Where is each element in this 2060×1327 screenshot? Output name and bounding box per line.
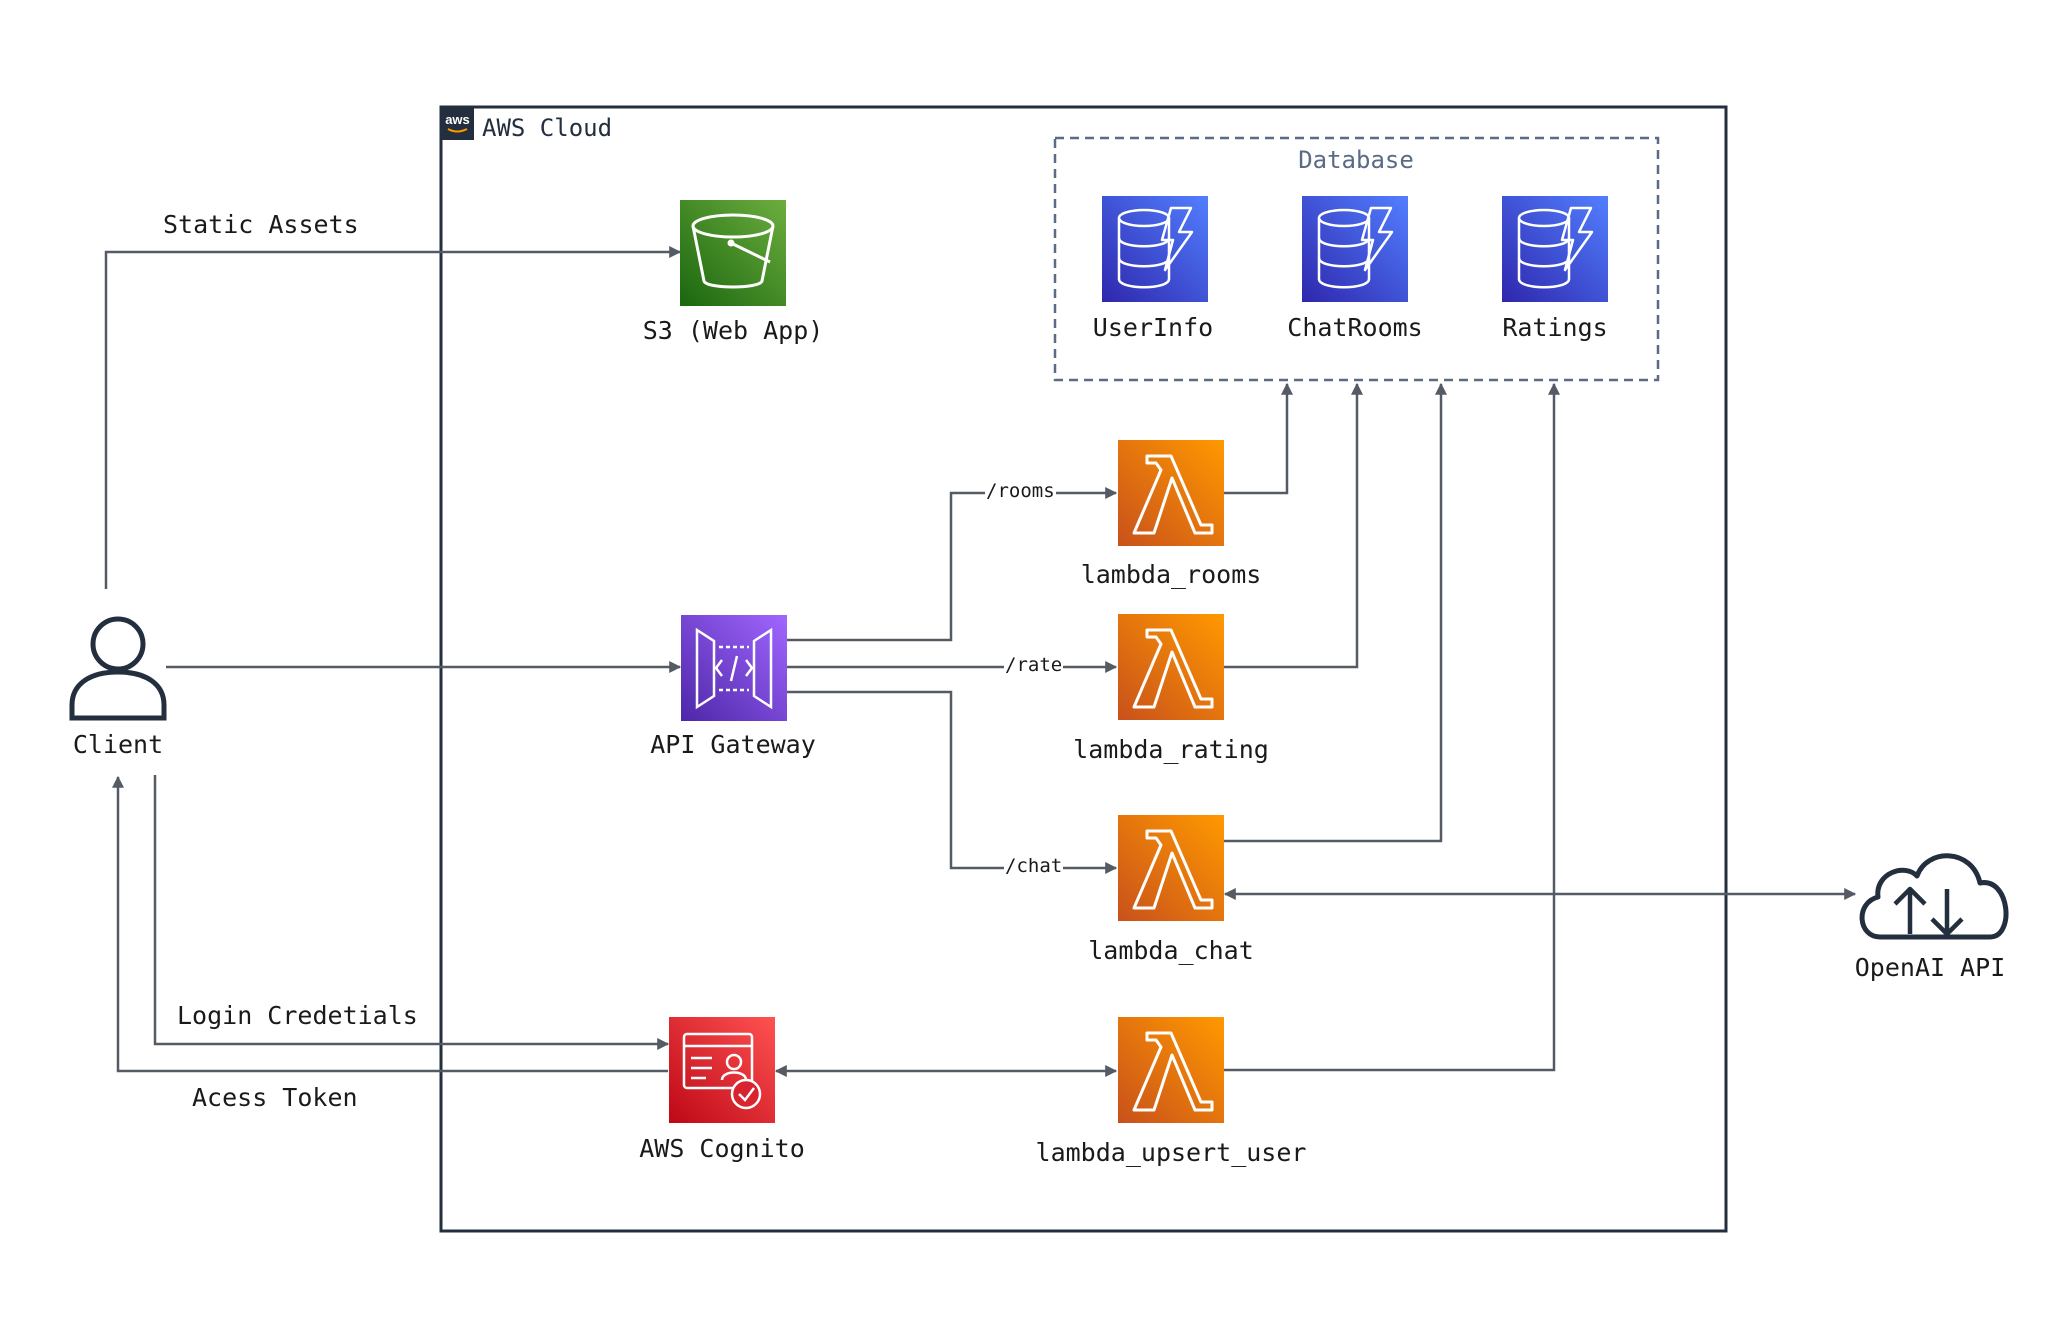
client-label: Client: [72, 730, 164, 759]
edge-api-to-chat: [787, 690, 1118, 874]
static-assets-label: Static Assets: [163, 210, 359, 239]
lambda-upsert-user-label: lambda_upsert_user: [1035, 1138, 1307, 1167]
edge-access-token: [112, 775, 668, 1073]
api-gateway-icon: [681, 615, 787, 721]
s3-bucket-icon: [680, 200, 786, 306]
rooms-route-label: /rooms: [985, 480, 1056, 502]
dynamodb-table-icon: [1102, 196, 1208, 302]
rate-route-label: /rate: [1004, 654, 1064, 676]
database-group-label: Database: [1298, 146, 1414, 174]
lambda-icon: [1118, 440, 1224, 546]
lambda-icon: [1118, 1017, 1224, 1123]
svg-text:aws: aws: [445, 112, 470, 127]
user-icon: [69, 616, 167, 721]
chat-route-label: /chat: [1004, 855, 1064, 877]
database-group: [1053, 136, 1660, 382]
edge-api-to-rooms: [787, 487, 1118, 642]
chatrooms-table-label: ChatRooms: [1287, 313, 1423, 342]
dynamodb-table-icon: [1502, 196, 1608, 302]
access-token-label: Acess Token: [192, 1083, 358, 1112]
cognito-icon: [669, 1017, 775, 1123]
openai-label: OpenAI API: [1854, 953, 2006, 982]
lambda-chat-label: lambda_chat: [1088, 936, 1254, 965]
edge-login-credentials: [153, 775, 670, 1050]
lambda-rooms-label: lambda_rooms: [1080, 560, 1262, 589]
edge-rooms-to-db: [1223, 382, 1293, 495]
edge-upsert-to-db: [1223, 382, 1560, 1072]
aws-cloud-group: [439, 105, 1728, 1233]
edge-rating-to-db: [1223, 382, 1363, 669]
api-gateway-label: API Gateway: [650, 730, 816, 759]
cloud-upload-download-icon: [1859, 853, 2009, 940]
s3-label: S3 (Web App): [642, 316, 824, 345]
login-credentials-label: Login Credetials: [177, 1001, 418, 1030]
lambda-icon: [1118, 614, 1224, 720]
edge-client-to-s3: [104, 246, 682, 589]
lambda-icon: [1118, 815, 1224, 921]
ratings-table-label: Ratings: [1502, 313, 1608, 342]
lambda-rating-label: lambda_rating: [1073, 735, 1269, 764]
aws-logo-icon: aws: [441, 107, 474, 140]
dynamodb-table-icon: [1302, 196, 1408, 302]
edge-chat-to-db: [1223, 382, 1447, 843]
aws-cloud-label: AWS Cloud: [482, 114, 613, 142]
cognito-label: AWS Cognito: [639, 1134, 805, 1163]
userinfo-table-label: UserInfo: [1092, 313, 1214, 342]
